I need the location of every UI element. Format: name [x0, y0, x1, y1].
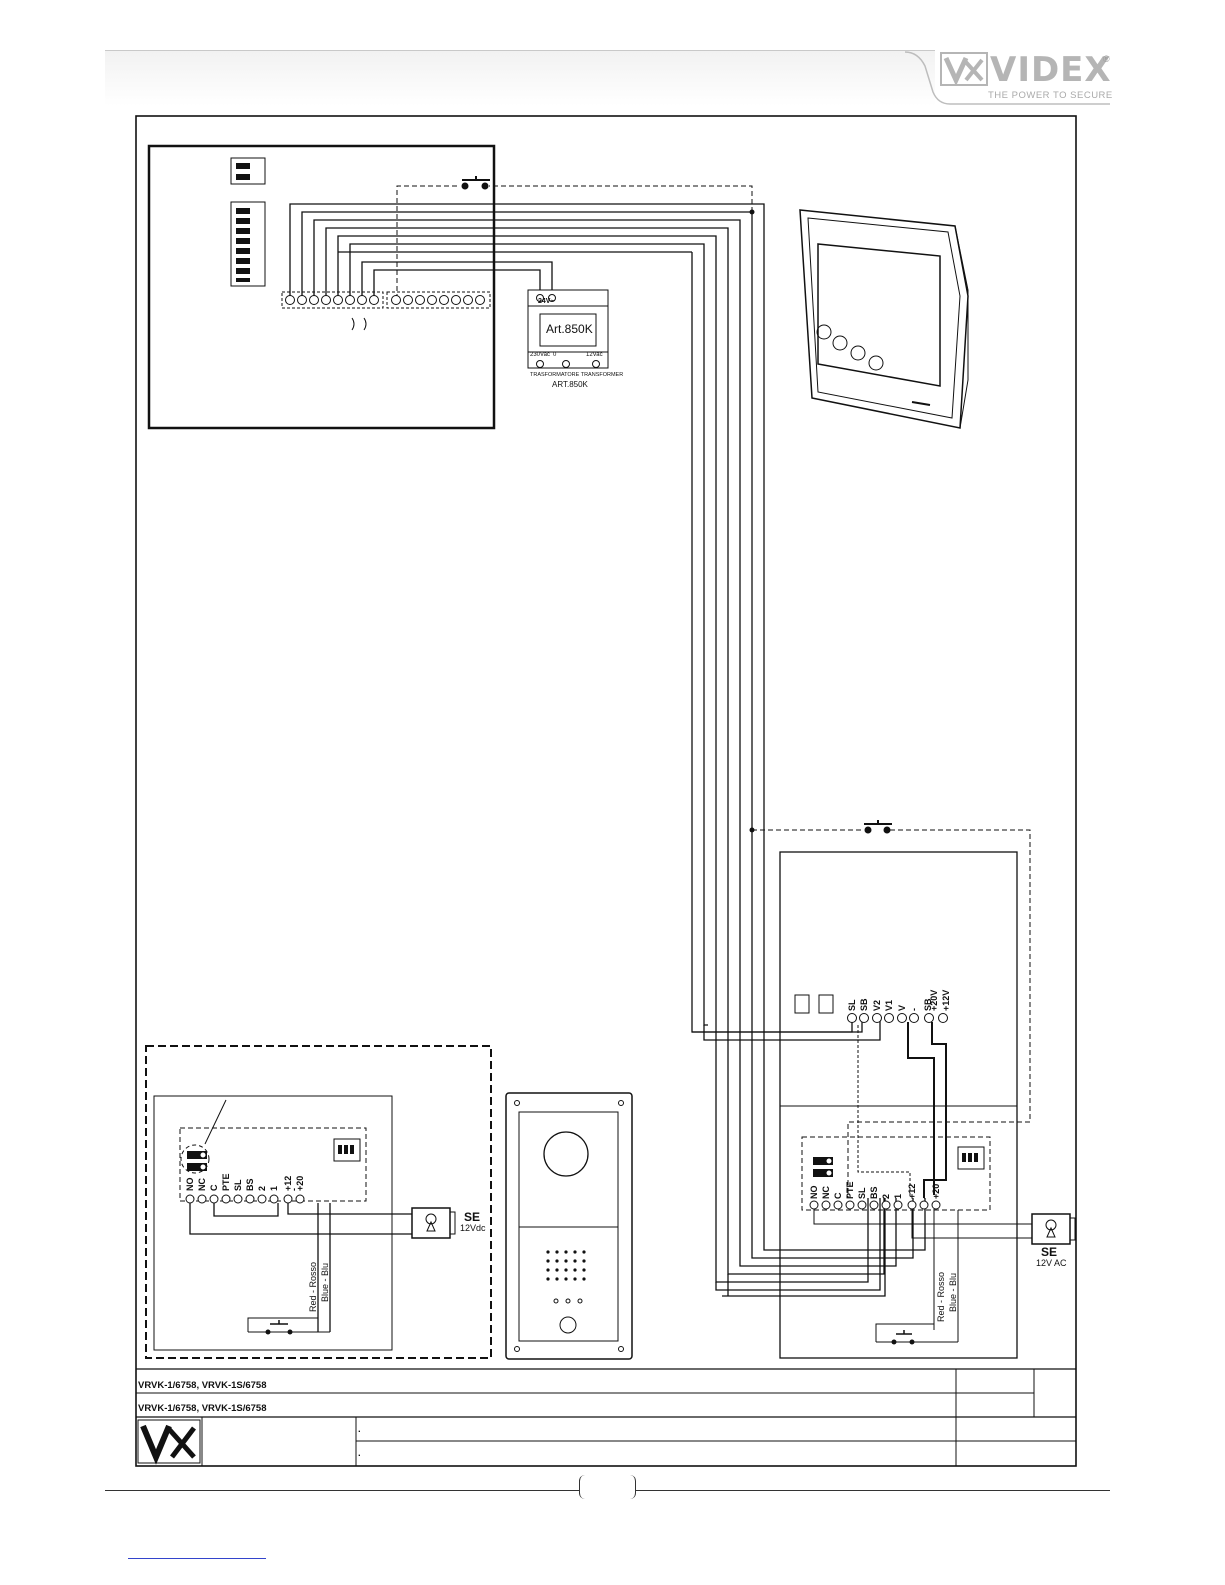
- lock-left-code: SE: [464, 1210, 481, 1224]
- title-block-vx-logo: [137, 1419, 201, 1465]
- power-unit-terminal-label-7: +20V: [929, 989, 939, 1011]
- panel-module-left: [179, 1099, 367, 1204]
- panel-right-terminal-label-0: NO: [809, 1185, 819, 1200]
- transformer-art850k: [527, 289, 609, 369]
- alternative-lock-option-box: [145, 1045, 492, 1359]
- transformer-top-label: 24V~: [538, 298, 555, 305]
- power-wires: [907, 1022, 947, 1198]
- wire-red-left: Red - Rosso: [308, 1261, 318, 1312]
- video-monitor: [799, 209, 969, 429]
- title-block: [136, 1368, 1076, 1466]
- drawing-frame: [135, 115, 1077, 1467]
- panel-right-terminal-label-2: C: [833, 1192, 843, 1200]
- panel-right-terminal-label-1: NC: [821, 1186, 831, 1199]
- power-unit-terminal-label-2: V2: [872, 999, 882, 1011]
- sl-dashed-wire: [857, 1025, 911, 1198]
- lock-wires-left: [189, 1203, 413, 1332]
- panel-left-terminal-label-3: PTE: [221, 1173, 231, 1191]
- title-block-dot2: .: [358, 1448, 361, 1459]
- jumper-blocks: [794, 994, 834, 1014]
- page-number-bracket: [579, 1475, 636, 1499]
- power-unit-terminals: [847, 1013, 948, 1023]
- wire-red-right: Red - Rosso: [936, 1271, 946, 1322]
- panel-right-terminal-label-9: -: [919, 1196, 929, 1199]
- transformer-output-label: 12Vac: [586, 352, 603, 358]
- registered-mark: ®: [1103, 54, 1110, 64]
- lock-right-voltage: 12V AC: [1036, 1258, 1067, 1268]
- electric-lock-right: [1031, 1213, 1076, 1245]
- wire-blue-left: Blue - Blu: [320, 1262, 330, 1302]
- transformer-model-label: Art.850K: [546, 322, 593, 336]
- power-unit-terminal-label-5: -: [909, 1008, 919, 1011]
- panel-left-terminal-label-0: NO: [185, 1177, 195, 1192]
- brand-name: VIDEX: [990, 50, 1112, 90]
- door-release-button-top: [396, 176, 753, 296]
- panel-right-terminal-label-10: +20: [931, 1183, 941, 1199]
- exit-button-left: [247, 1317, 330, 1335]
- terminal-strip-left: [281, 291, 384, 309]
- exit-button-right: [875, 1323, 958, 1345]
- title-block-line2: VRVK-1/6758, VRVK-1S/6758: [138, 1403, 267, 1414]
- electric-lock-left: [411, 1207, 456, 1239]
- power-unit-terminal-label-3: V1: [884, 999, 894, 1011]
- vx-mark-icon: [940, 52, 988, 87]
- panel-right-terminal-label-6: 2: [881, 1193, 891, 1199]
- videx-logo: VIDEX ® THE POWER TO SECURE: [940, 50, 1115, 104]
- panel-left-terminal-label-5: BS: [245, 1178, 255, 1191]
- panel-right-terminal-label-5: BS: [869, 1186, 879, 1199]
- left-module-box: [153, 1095, 393, 1351]
- power-unit-terminal-label-1: SB: [859, 998, 869, 1011]
- header-band: [105, 50, 935, 106]
- wire-break-symbol: [351, 317, 367, 331]
- lock-right-code: SE: [1041, 1245, 1058, 1259]
- header-curve: [904, 51, 1110, 105]
- panel-right-terminal-label-8: +12: [907, 1183, 917, 1199]
- transformer-caption-model: ART.850K: [552, 380, 588, 389]
- transformer-caption: TRASFORMATORE TRANSFORMER: [530, 372, 624, 378]
- power-unit-terminal-label-8: +12V: [941, 989, 951, 1011]
- bus-wires: [289, 203, 926, 1297]
- panel-left-terminal-label-10: +20: [295, 1175, 305, 1191]
- panel-right-terminal-label-3: PTE: [845, 1181, 855, 1199]
- panel-left-terminal-label-1: NC: [197, 1178, 207, 1191]
- panel-left-terminal-label-2: C: [209, 1184, 219, 1192]
- junction-dot-2: [749, 827, 755, 833]
- panel-right-terminal-label-7: 1: [893, 1193, 903, 1199]
- dip-switch-2way: [230, 157, 266, 185]
- lock-wires-right: [813, 1209, 1033, 1342]
- power-unit-terminal-label-0: SL: [847, 999, 857, 1011]
- panel-right-terminal-label-4: SL: [857, 1187, 867, 1199]
- terminal-strip-right: [386, 291, 491, 309]
- wire-blue-right: Blue - Blu: [948, 1272, 958, 1312]
- dip-switch-8way: [230, 201, 266, 287]
- lock-left-voltage: 12Vdc: [460, 1223, 486, 1233]
- panel-left-terminal-label-7: 1: [269, 1185, 279, 1191]
- power-unit-terminal-label-4: V: [897, 1004, 907, 1011]
- title-block-dot1: .: [358, 1424, 361, 1435]
- transformer-zero-label: 0: [553, 352, 557, 358]
- footer-link-underline[interactable]: [128, 1558, 266, 1559]
- door-station-module-box: [779, 851, 1018, 1359]
- brand-tagline: THE POWER TO SECURE: [988, 90, 1113, 101]
- monitor-unit-box: [147, 144, 496, 430]
- panel-left-terminal-label-4: SL: [233, 1179, 243, 1191]
- title-block-line1: VRVK-1/6758, VRVK-1S/6758: [138, 1380, 267, 1391]
- transformer-input-label: 230Vac: [530, 352, 550, 358]
- panel-module-right: [801, 1136, 991, 1211]
- door-entry-panel: [505, 1092, 633, 1360]
- panel-left-terminal-label-6: 2: [257, 1185, 267, 1191]
- door-release-button-bottom: [752, 820, 1031, 1198]
